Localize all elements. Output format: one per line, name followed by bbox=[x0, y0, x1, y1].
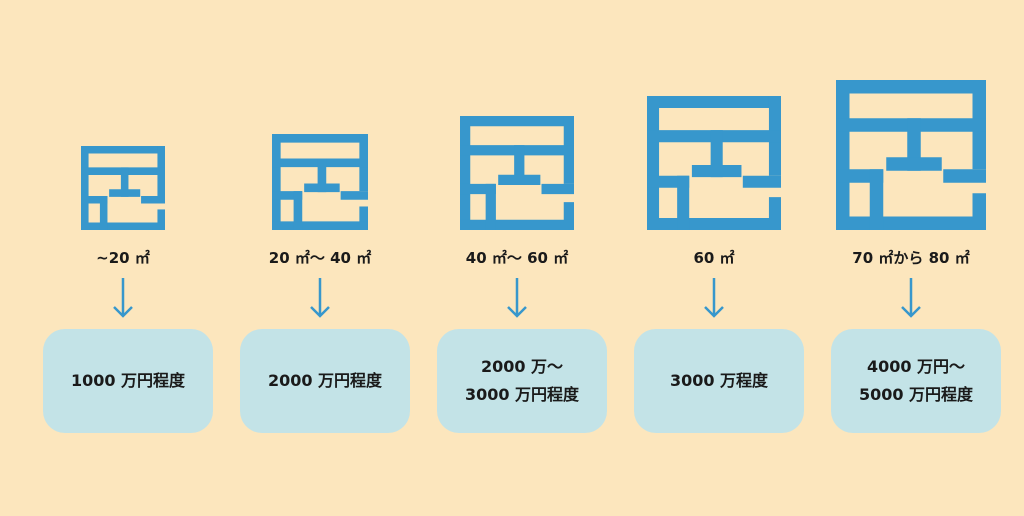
price-line: 1000 万円程度 bbox=[70, 371, 186, 390]
arrow-down-icon bbox=[507, 278, 527, 318]
price-line: 3000 万程度 bbox=[669, 371, 769, 390]
area-label: 20 ㎡～ 40 ㎡ bbox=[268, 249, 372, 267]
floor-plan-icon bbox=[80, 146, 166, 230]
price-line: 3000 万円程度 bbox=[464, 385, 580, 404]
price-box: 4000 万円～ 5000 万円程度 bbox=[831, 329, 1001, 433]
price-line: 2000 万～ bbox=[480, 357, 564, 376]
arrow-down-icon bbox=[704, 278, 724, 318]
area-column-3: 40 ㎡～ 60 ㎡ 2000 万～ 3000 万円程度 bbox=[427, 0, 607, 516]
floor-plan-icon bbox=[647, 96, 782, 230]
floor-plan-icon bbox=[836, 80, 986, 230]
area-label: 70 ㎡から 80 ㎡ bbox=[852, 249, 970, 267]
floor-plan-icon bbox=[271, 134, 368, 230]
price-line: 2000 万円程度 bbox=[267, 371, 383, 390]
area-column-4: 60 ㎡ 3000 万程度 bbox=[624, 0, 804, 516]
area-column-2: 20 ㎡～ 40 ㎡ 2000 万円程度 bbox=[230, 0, 410, 516]
area-label: ~20 ㎡ bbox=[96, 249, 150, 267]
price-box: 3000 万程度 bbox=[634, 329, 804, 433]
price-box: 1000 万円程度 bbox=[43, 329, 213, 433]
arrow-down-icon bbox=[901, 278, 921, 318]
price-box: 2000 万～ 3000 万円程度 bbox=[437, 329, 607, 433]
arrow-down-icon bbox=[310, 278, 330, 318]
price-line: 5000 万円程度 bbox=[858, 385, 974, 404]
floor-plan-icon bbox=[460, 116, 574, 230]
area-label: 60 ㎡ bbox=[693, 249, 735, 267]
price-box: 2000 万円程度 bbox=[240, 329, 410, 433]
area-column-5: 70 ㎡から 80 ㎡ 4000 万円～ 5000 万円程度 bbox=[821, 0, 1001, 516]
arrow-down-icon bbox=[113, 278, 133, 318]
area-column-1: ~20 ㎡ 1000 万円程度 bbox=[33, 0, 213, 516]
price-line: 4000 万円～ bbox=[866, 357, 966, 376]
area-label: 40 ㎡～ 60 ㎡ bbox=[465, 249, 569, 267]
